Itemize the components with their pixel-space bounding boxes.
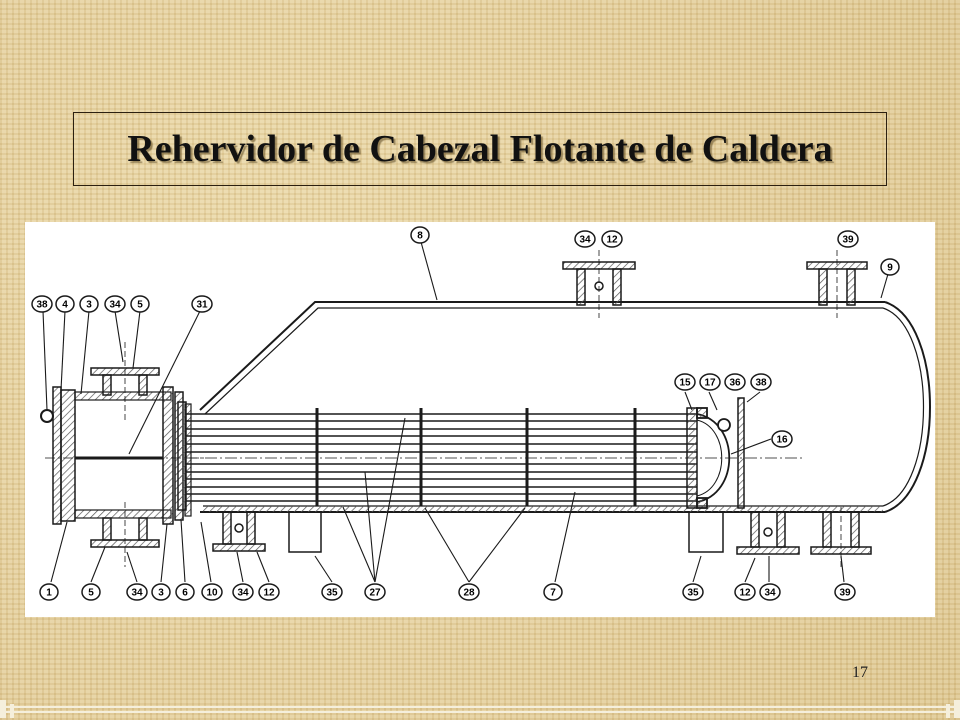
- svg-text:34: 34: [131, 588, 143, 599]
- svg-text:38: 38: [755, 378, 767, 389]
- bottom-drain-right: [688, 512, 724, 553]
- reboiler-drawing: 38 4 3 34 5 31 8 34 12 39 9 15 17 36 38 …: [31, 226, 931, 601]
- svg-text:27: 27: [369, 588, 381, 599]
- callout-31: 31: [191, 295, 213, 313]
- title-box: Rehervidor de Cabezal Flotante de Calder…: [73, 112, 887, 186]
- footer-corner-right: [930, 700, 960, 718]
- callout-39-bottom: 39: [834, 583, 856, 601]
- callout-12-bottom-left: 12: [258, 583, 280, 601]
- svg-text:39: 39: [842, 235, 854, 246]
- tube-bundle: [177, 401, 805, 511]
- svg-text:8: 8: [417, 231, 423, 242]
- callout-34-bottom-mid: 34: [232, 583, 254, 601]
- callout-38-right: 38: [750, 373, 772, 391]
- leader-lines: [42, 241, 889, 583]
- svg-text:38: 38: [36, 300, 48, 311]
- callout-34-bottom-right: 34: [759, 583, 781, 601]
- slide-title: Rehervidor de Cabezal Flotante de Calder…: [127, 128, 833, 170]
- svg-text:7: 7: [550, 588, 556, 599]
- vapor-outlet-nozzle: [562, 250, 636, 318]
- callout-34-top-center: 34: [574, 230, 596, 248]
- svg-text:36: 36: [729, 378, 741, 389]
- callout-35-left: 35: [321, 583, 343, 601]
- callout-35-right: 35: [682, 583, 704, 601]
- page-number: 17: [852, 664, 868, 681]
- svg-text:5: 5: [88, 588, 94, 599]
- shell-bottom-hatch: [203, 506, 883, 512]
- bottom-drain-left: [288, 512, 322, 553]
- svg-text:16: 16: [776, 435, 788, 446]
- svg-text:4: 4: [62, 300, 68, 311]
- svg-text:34: 34: [579, 235, 591, 246]
- callout-7: 7: [543, 583, 563, 601]
- top-right-nozzle: [806, 250, 868, 318]
- callout-15: 15: [674, 373, 696, 391]
- svg-text:10: 10: [206, 588, 218, 599]
- svg-text:28: 28: [463, 588, 475, 599]
- svg-text:35: 35: [326, 588, 338, 599]
- callout-36: 36: [724, 373, 746, 391]
- footer-decoration: [0, 698, 960, 720]
- svg-text:17: 17: [704, 378, 716, 389]
- callout-8: 8: [410, 226, 430, 244]
- bottom-nozzle-right: [810, 507, 872, 570]
- callout-27: 27: [364, 583, 386, 601]
- svg-text:5: 5: [137, 300, 143, 311]
- channel-bottom-nozzle: [90, 502, 160, 567]
- callout-28: 28: [458, 583, 480, 601]
- bottom-nozzle-left: [212, 511, 266, 552]
- callout-16: 16: [771, 430, 793, 448]
- svg-text:1: 1: [46, 588, 52, 599]
- svg-text:31: 31: [196, 300, 208, 311]
- weir: [737, 397, 745, 509]
- callout-3-top: 3: [79, 295, 99, 313]
- callout-12-bottom-right: 12: [734, 583, 756, 601]
- svg-text:15: 15: [679, 378, 691, 389]
- callout-5-top: 5: [130, 295, 150, 313]
- callout-39-top: 39: [837, 230, 859, 248]
- callout-34-top-left: 34: [104, 295, 126, 313]
- svg-text:12: 12: [606, 235, 618, 246]
- callout-34-bottom-left: 34: [126, 583, 148, 601]
- bottom-nozzle-center: [736, 511, 800, 555]
- callout-3-bottom: 3: [151, 583, 171, 601]
- svg-text:39: 39: [839, 588, 851, 599]
- callout-17: 17: [699, 373, 721, 391]
- svg-text:34: 34: [237, 588, 249, 599]
- svg-text:34: 34: [109, 300, 121, 311]
- callout-1: 1: [39, 583, 59, 601]
- callout-12-top: 12: [601, 230, 623, 248]
- shell: [199, 301, 931, 513]
- footer-corner-left: [0, 700, 30, 718]
- svg-text:9: 9: [887, 263, 893, 274]
- channel-top-nozzle: [90, 342, 160, 422]
- svg-text:34: 34: [764, 588, 776, 599]
- svg-text:12: 12: [739, 588, 751, 599]
- svg-text:3: 3: [86, 300, 92, 311]
- floating-head: [696, 407, 731, 509]
- callout-6: 6: [175, 583, 195, 601]
- callout-9: 9: [880, 258, 900, 276]
- reboiler-diagram: 38 4 3 34 5 31 8 34 12 39 9 15 17 36 38 …: [25, 222, 935, 617]
- callout-10: 10: [201, 583, 223, 601]
- svg-text:35: 35: [687, 588, 699, 599]
- svg-text:12: 12: [263, 588, 275, 599]
- svg-text:6: 6: [182, 588, 188, 599]
- callout-4: 4: [55, 295, 75, 313]
- svg-text:3: 3: [158, 588, 164, 599]
- callout-38-top-left: 38: [31, 295, 53, 313]
- callout-5-bottom: 5: [81, 583, 101, 601]
- channel-vent: [40, 409, 54, 423]
